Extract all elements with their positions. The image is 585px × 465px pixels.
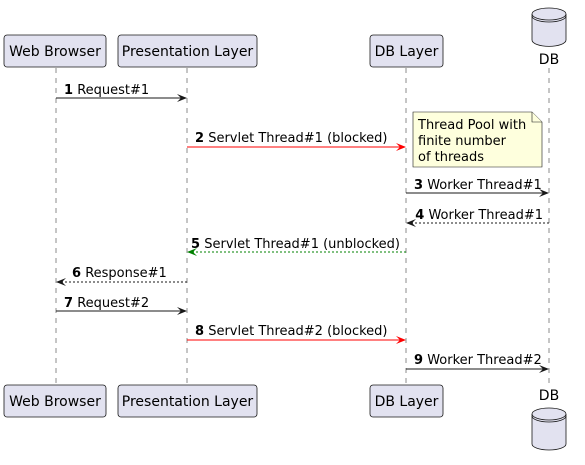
message-9-label: Worker Thread#2: [427, 353, 542, 368]
participant-presentation-top: Presentation Layer: [117, 34, 258, 68]
message-5: 5 Servlet Thread#1 (unblocked): [187, 237, 406, 256]
participant-db-layer-label: DB Layer: [375, 44, 439, 60]
participant-db-bottom: DB: [531, 388, 567, 451]
message-4-number: 4: [415, 208, 424, 223]
database-icon: [531, 407, 567, 451]
message-2-label: Servlet Thread#1 (blocked): [208, 131, 387, 146]
participant-browser-label: Web Browser: [9, 44, 101, 60]
message-7-number: 7: [64, 296, 73, 311]
participant-presentation-label-bottom: Presentation Layer: [122, 394, 254, 410]
message-5-label: Servlet Thread#1 (unblocked): [204, 237, 400, 252]
message-6-number: 6: [72, 266, 81, 281]
message-2-number: 2: [195, 131, 204, 146]
message-9: 9 Worker Thread#2: [406, 353, 549, 373]
message-8-label: Servlet Thread#2 (blocked): [208, 324, 387, 339]
participant-db-layer-label-bottom: DB Layer: [375, 394, 439, 410]
message-3-label: Worker Thread#1: [427, 178, 542, 193]
participant-browser-bottom: Web Browser: [3, 384, 107, 418]
message-7-label: Request#2: [77, 296, 149, 311]
participant-db-layer-top: DB Layer: [369, 34, 444, 68]
svg-text:6 Response#1: 6 Response#1: [72, 266, 167, 281]
message-7: 7 Request#2: [56, 296, 187, 315]
message-1-label: Request#1: [77, 83, 149, 98]
participant-browser-top: Web Browser: [3, 34, 107, 68]
message-4: 4 Worker Thread#1: [406, 208, 549, 227]
participant-db-layer-bottom: DB Layer: [369, 384, 444, 418]
participant-db-label: DB: [539, 52, 559, 68]
message-4-label: Worker Thread#1: [428, 208, 543, 223]
message-8-number: 8: [195, 324, 204, 339]
message-6: 6 Response#1: [56, 266, 187, 286]
message-8: 8 Servlet Thread#2 (blocked): [187, 324, 406, 344]
svg-text:9 Worker Thread#2: 9 Worker Thread#2: [414, 353, 542, 368]
message-2: 2 Servlet Thread#1 (blocked): [187, 131, 406, 151]
svg-text:3 Worker Thread#1: 3 Worker Thread#1: [414, 178, 542, 193]
svg-text:5 Servlet Thread#1 (unblocked): 5 Servlet Thread#1 (unblocked): [191, 237, 400, 252]
svg-text:2 Servlet Thread#1 (blocked): 2 Servlet Thread#1 (blocked): [195, 131, 388, 146]
svg-text:4 Worker Thread#1: 4 Worker Thread#1: [415, 208, 543, 223]
svg-text:7 Request#2: 7 Request#2: [64, 296, 149, 311]
svg-text:1 Request#1: 1 Request#1: [64, 83, 149, 98]
participant-presentation-bottom: Presentation Layer: [117, 384, 258, 418]
message-1-number: 1: [64, 83, 73, 98]
participant-db-label-bottom: DB: [539, 388, 559, 404]
participant-db-top: DB: [531, 7, 567, 68]
message-3: 3 Worker Thread#1: [406, 178, 549, 197]
note-line-1: Thread Pool with: [417, 118, 526, 133]
participant-browser-label-bottom: Web Browser: [9, 394, 101, 410]
note-line-3: of threads: [418, 150, 484, 165]
message-9-number: 9: [414, 353, 423, 368]
participant-presentation-label: Presentation Layer: [122, 44, 254, 60]
message-5-number: 5: [191, 237, 200, 252]
thread-pool-note: Thread Pool with finite number of thread…: [412, 111, 543, 168]
message-1: 1 Request#1: [56, 83, 187, 102]
database-icon: [531, 7, 567, 47]
message-3-number: 3: [414, 178, 423, 193]
message-6-label: Response#1: [85, 266, 167, 281]
note-line-2: finite number: [418, 134, 507, 149]
svg-text:8 Servlet Thread#2 (blocked): 8 Servlet Thread#2 (blocked): [195, 324, 388, 339]
